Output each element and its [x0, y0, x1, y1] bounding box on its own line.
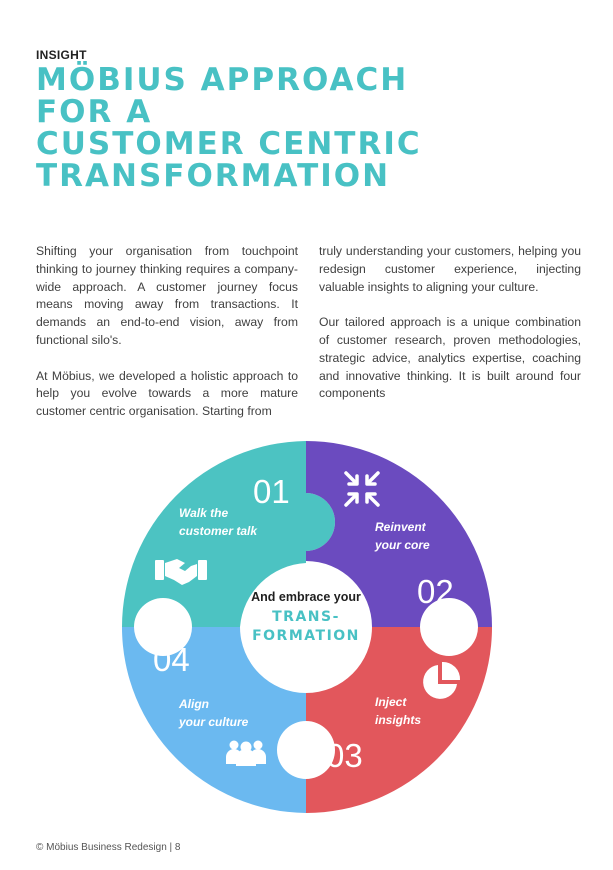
page-footer: © Möbius Business Redesign | 8 — [36, 842, 181, 853]
page-title: MÖBIUS APPROACH FOR A CUSTOMER CENTRIC T… — [36, 64, 596, 192]
segment-label: your culture — [178, 715, 249, 729]
segment-number: 04 — [153, 641, 190, 678]
segment-number: 02 — [417, 573, 454, 610]
title-line: CUSTOMER CENTRIC — [36, 126, 422, 162]
center-highlight: TRANS- — [272, 609, 340, 625]
body-column-right: truly understanding your customers, help… — [319, 243, 581, 421]
segment-align-your-culture: 04 Align your culture — [122, 627, 306, 813]
paragraph: At Möbius, we developed a holistic appro… — [36, 368, 298, 419]
segment-inject-insights: Inject insights 03 — [306, 627, 492, 813]
section-kicker: INSIGHT — [36, 48, 87, 62]
segment-number: 03 — [326, 737, 363, 774]
title-line: FOR A — [36, 94, 153, 130]
paragraph: Shifting your organisation from touchpoi… — [36, 244, 298, 347]
center-highlight: FORMATION — [252, 628, 360, 644]
compress-arrows-icon — [344, 471, 380, 507]
center-circle — [244, 565, 368, 689]
segment-shape — [306, 441, 492, 627]
team-icon — [226, 740, 266, 766]
handshake-icon — [155, 559, 207, 585]
segment-label: customer talk — [179, 524, 258, 538]
title-line: TRANSFORMATION — [36, 158, 391, 194]
segment-label: Walk the — [179, 506, 228, 520]
segment-walk-the-customer-talk: 01 Walk the customer talk — [122, 441, 335, 627]
segment-label: your core — [374, 538, 430, 552]
paragraph: truly understanding your customers, help… — [319, 244, 581, 294]
segment-label: Align — [178, 697, 209, 711]
approach-cycle-diagram: 01 Walk the customer talk Reinvent your … — [122, 441, 492, 813]
segment-shape — [122, 627, 306, 813]
segment-label: Inject — [375, 695, 407, 709]
segment-label: Reinvent — [375, 520, 427, 534]
segment-number: 01 — [253, 473, 290, 510]
center-caption: And embrace your — [251, 590, 361, 604]
body-column-left: Shifting your organisation from touchpoi… — [36, 243, 298, 439]
segment-label: insights — [375, 713, 421, 727]
paragraph: Our tailored approach is a unique combin… — [319, 315, 581, 401]
title-line: MÖBIUS APPROACH — [36, 62, 409, 98]
segment-reinvent-your-core: Reinvent your core 02 — [306, 441, 492, 627]
pie-chart-icon — [423, 661, 461, 699]
